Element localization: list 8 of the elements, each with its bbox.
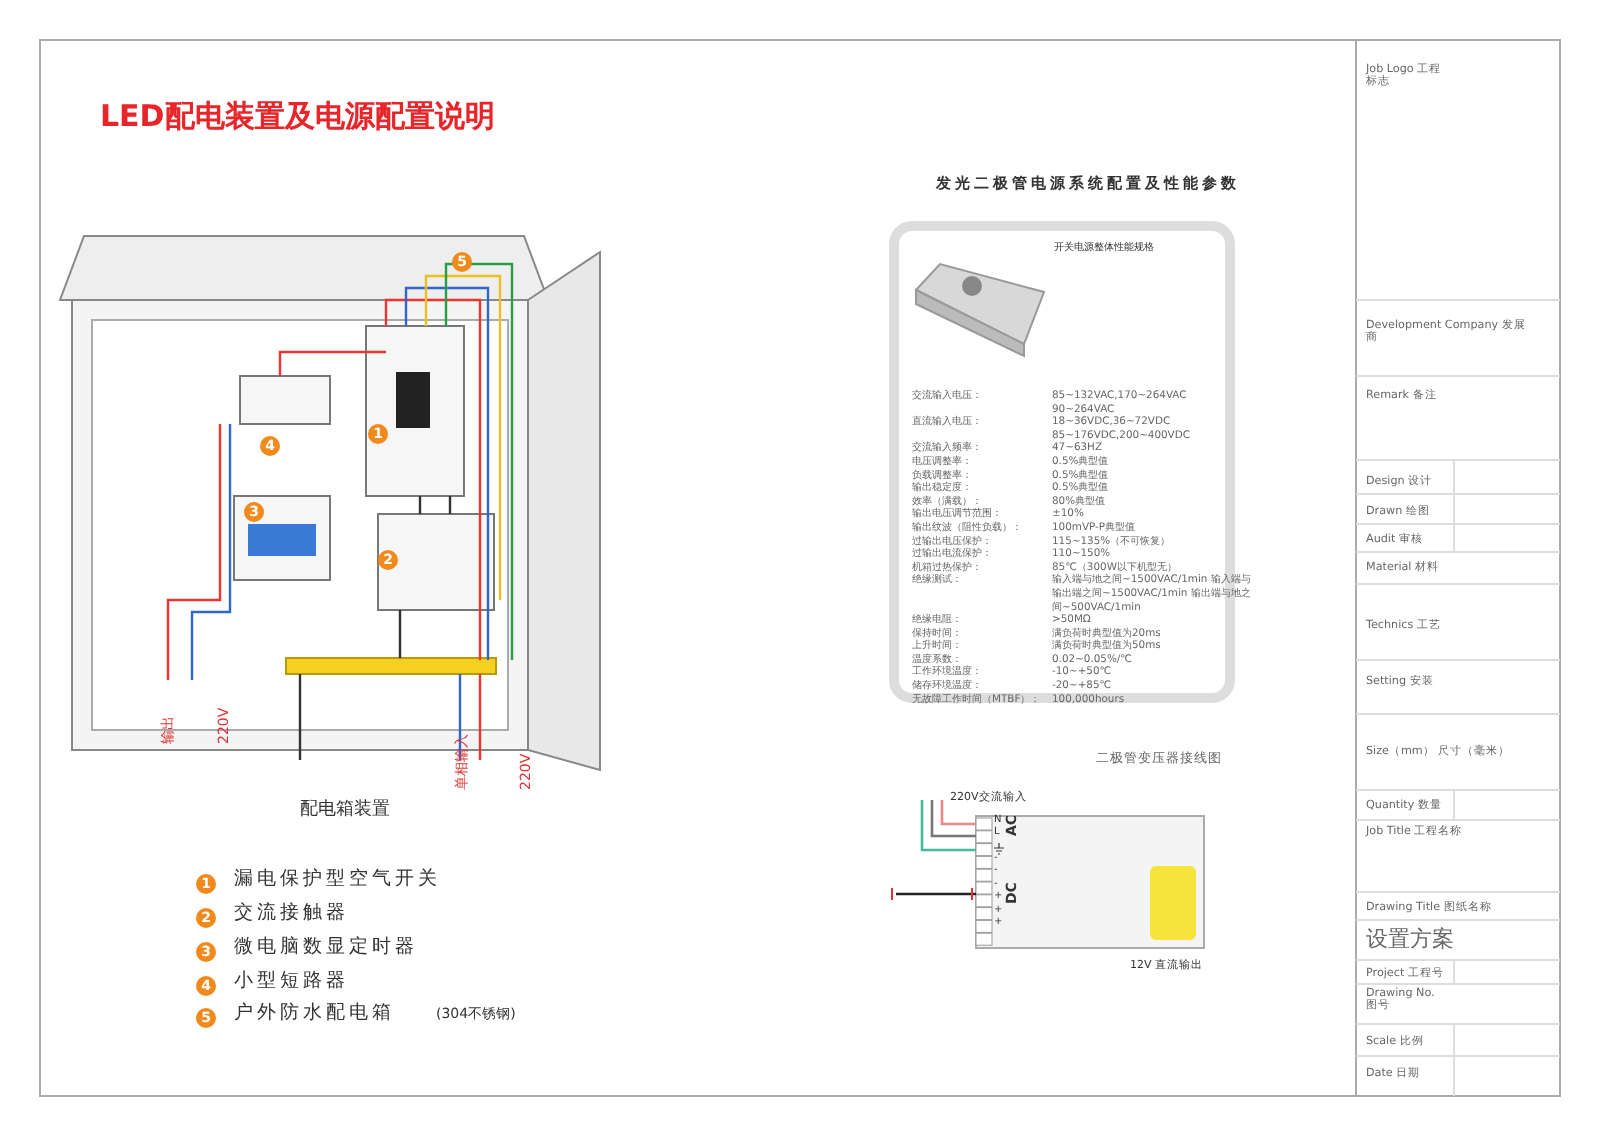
component-name: 交流接触器 [234, 904, 349, 926]
component-name: 小型短路器 [234, 972, 349, 994]
drawing-name: 设置方案 [1366, 928, 1454, 954]
component-name: 漏电保护型空气开关 [234, 870, 441, 892]
drawing-caption: 配电箱装置 [300, 800, 390, 821]
page-title: LED配电装置及电源配置说明 [100, 100, 495, 135]
component-name: 户外防水配电箱 [234, 1004, 395, 1026]
component-name: 微电脑数显定时器 [234, 938, 418, 960]
